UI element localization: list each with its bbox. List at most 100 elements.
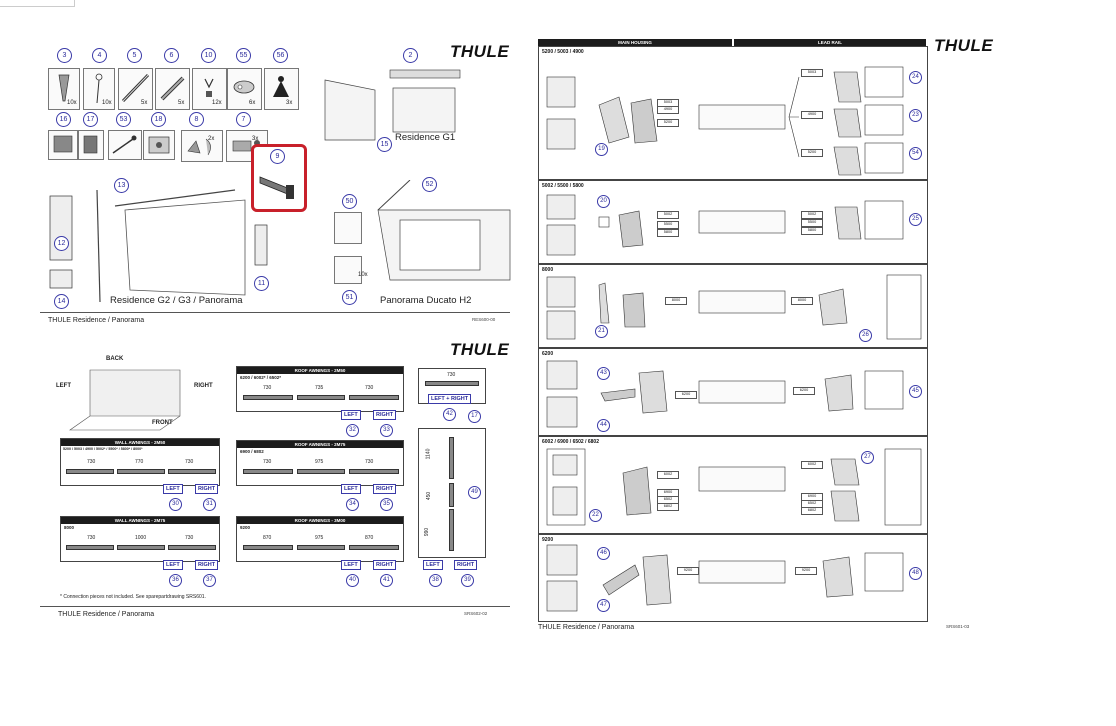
page-footer: THULE Residence / Panorama [48,317,145,324]
part-callout: 4 [92,48,107,63]
left-button[interactable]: LEFT [341,560,361,570]
part-box [108,130,142,160]
part-box [181,130,223,162]
part-qty: 5x [141,100,148,106]
rail-segment [349,469,399,474]
model-pill: 5500 [657,221,679,229]
left-button[interactable]: LEFT [163,484,183,494]
part-callout: 54 [909,147,922,160]
rail-segment [117,545,165,550]
right-button[interactable]: RIGHT [195,484,219,494]
connection-note: * Connection pieces not included. See sp… [60,594,206,600]
dimension: 1000 [135,535,147,541]
right-button[interactable]: RIGHT [195,560,219,570]
page-footer: THULE Residence / Panorama [538,624,635,631]
model-pill: 6200 [675,391,697,399]
thule-logo: THULE [934,36,994,55]
page-divider [40,606,510,607]
highlighted-part[interactable]: 9 [251,144,307,212]
part-callout: 30 [169,498,182,511]
model-row: 6002 / 6900 / 6502 / 6802 22 6002 6900 6… [538,436,928,534]
part-callout: 36 [169,574,182,587]
part-qty: 3x [286,100,293,106]
panorama-ducato-drawing [377,180,511,281]
part-callout: 50 [342,194,357,209]
part-callout: 45 [909,385,922,398]
left-button[interactable]: LEFT [341,484,361,494]
dimension: 990 [424,527,431,537]
part-callout: 11 [254,276,269,291]
row-diagram [546,544,904,612]
left-button[interactable]: LEFT [341,410,361,420]
part-box [264,68,299,110]
right-button[interactable]: RIGHT [373,560,397,570]
part-callout: 25 [909,213,922,226]
right-button[interactable]: RIGHT [373,484,397,494]
dimension: 730 [185,459,194,465]
thule-logo: THULE [450,340,510,359]
part-callout: 53 [116,112,131,127]
part-box [118,68,153,110]
part-box [227,68,262,110]
model-pill: 6200 [793,387,815,395]
dimension: 870 [263,535,272,541]
row-title: 5002 / 5500 / 5800 [542,183,584,189]
right-button[interactable]: RIGHT [373,410,397,420]
row-title: 5200 / 5003 / 4900 [542,49,584,55]
part-callout: 15 [377,137,392,152]
model-pill: 8000 [665,297,687,305]
page-divider [40,312,510,313]
table-header: ROOF AWNINGS - 3M00 [237,517,403,524]
part-callout: 31 [203,498,216,511]
part-callout: 48 [909,567,922,580]
part-callout: 17 [83,112,98,127]
g1-label: Residence G1 [395,132,456,143]
model-row: 5200 / 5003 / 4900 19 5003 4900 5200 500… [538,46,928,180]
part-callout: 16 [56,112,71,127]
dimension: 730 [87,535,96,541]
model-pill: 6002 [801,461,823,469]
table-header: WALL AWNINGS - 2M75 [61,517,219,524]
dimension: 730 [447,372,456,378]
rail-segment [243,545,293,550]
dimension: 730 [263,385,272,391]
part-box [155,68,190,110]
model-pill: 5200 [801,149,823,157]
wall-awnings-2m50-table: WALL AWNINGS - 2M50 5200 / 5003 / 4900 /… [60,438,220,486]
part-qty: 10x [67,100,77,106]
part-box [334,256,362,284]
part-callout: 24 [909,71,922,84]
dimension: 730 [263,459,272,465]
part-callout: 49 [468,486,481,499]
rail-segment [297,545,345,550]
part-callout: 44 [597,419,610,432]
left-label: LEFT [56,383,71,389]
model-list: 6200 / 6002* / 6502* [240,375,282,380]
row-title: 6002 / 6900 / 6502 / 6802 [542,439,599,445]
rail-segment [117,469,165,474]
part-callout: 37 [203,574,216,587]
rail-piece-icon [121,73,150,103]
page-footer: THULE Residence / Panorama [58,611,155,618]
left-button[interactable]: LEFT [163,560,183,570]
rail-segment [425,381,479,386]
dimension: 1140 [425,448,432,460]
right-button[interactable]: RIGHT [454,560,478,570]
rail-segment [168,545,216,550]
bracket-icon [233,80,255,94]
part-callout: 43 [597,367,610,380]
model-pill: 4900 [657,106,679,114]
left-right-button[interactable]: LEFT + RIGHT [428,394,472,404]
part-box [334,212,362,244]
right-label: RIGHT [194,383,213,389]
left-button[interactable]: LEFT [423,560,443,570]
part-callout: 12 [54,236,69,251]
tension-clamp-icon [273,76,289,97]
clip-icon [204,78,214,97]
part-callout: 5 [127,48,142,63]
model-list: 9200 [240,525,251,530]
part-box [48,68,80,110]
rail-segment [349,395,399,400]
part-box [143,130,175,160]
part-callout: 17 [468,410,481,423]
